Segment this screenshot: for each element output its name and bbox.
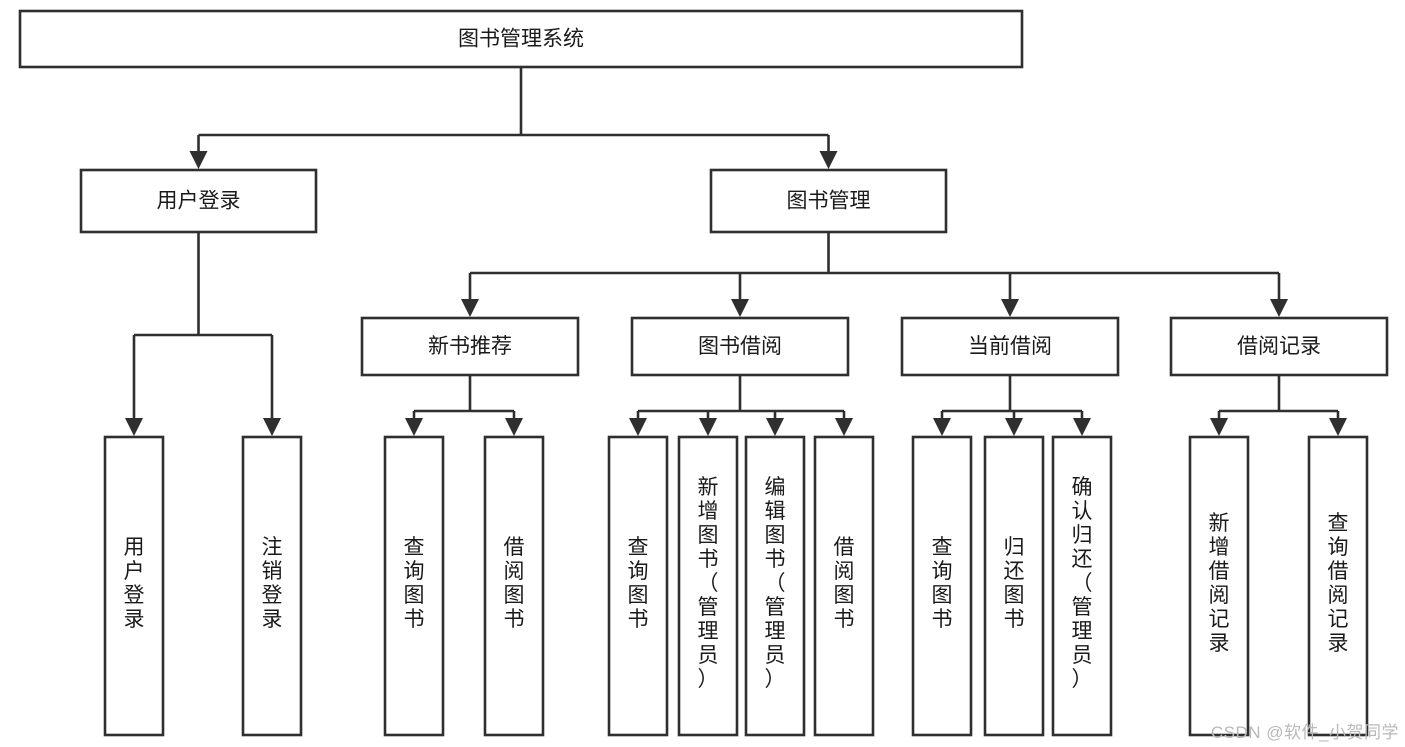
node-label: 查询图书 bbox=[932, 536, 953, 631]
node-leaf[interactable]: 新增图书（管理员） bbox=[677, 435, 739, 737]
node-box[interactable] bbox=[709, 168, 948, 234]
node-leaf[interactable]: 查询图书 bbox=[911, 435, 973, 737]
node-box[interactable] bbox=[241, 435, 303, 737]
arrow-head-icon bbox=[933, 418, 951, 436]
node-box[interactable] bbox=[1188, 435, 1250, 737]
node-label: 用户登录 bbox=[124, 536, 145, 631]
arrow-head-icon bbox=[1210, 418, 1228, 436]
arrow-head-icon bbox=[1270, 299, 1288, 317]
node-box[interactable] bbox=[630, 316, 850, 377]
node-box[interactable] bbox=[383, 435, 445, 737]
node-label: 借阅图书 bbox=[504, 536, 525, 631]
watermark-label: CSDN @软件_小贺同学 bbox=[1210, 723, 1399, 742]
arrow-head-icon bbox=[1005, 418, 1023, 436]
node-level3[interactable]: 图书借阅 bbox=[630, 316, 850, 377]
arrow-head-icon bbox=[405, 418, 423, 436]
node-label: 新增借阅记录 bbox=[1209, 512, 1230, 655]
node-box[interactable] bbox=[900, 316, 1120, 377]
node-box[interactable] bbox=[744, 435, 806, 737]
node-level2[interactable]: 图书管理 bbox=[709, 168, 948, 234]
node-label: 图书借阅 bbox=[698, 335, 782, 358]
node-box[interactable] bbox=[983, 435, 1045, 737]
arrow-head-icon bbox=[731, 299, 749, 317]
arrow-head-icon bbox=[835, 418, 853, 436]
node-box[interactable] bbox=[1169, 316, 1389, 377]
node-leaf[interactable]: 新增借阅记录 bbox=[1188, 435, 1250, 737]
node-level3[interactable]: 借阅记录 bbox=[1169, 316, 1389, 377]
node-label: 借阅记录 bbox=[1237, 335, 1321, 358]
node-box[interactable] bbox=[813, 435, 875, 737]
arrow-head-icon bbox=[819, 151, 838, 169]
node-leaf[interactable]: 用户登录 bbox=[103, 435, 165, 737]
arrow-head-icon bbox=[1329, 418, 1347, 436]
node-leaf[interactable]: 归还图书 bbox=[983, 435, 1045, 737]
node-label: 图书管理系统 bbox=[458, 28, 584, 51]
node-label: 确认归还（管理员） bbox=[1072, 476, 1093, 691]
node-label: 图书管理 bbox=[787, 190, 871, 213]
node-leaf[interactable]: 确认归还（管理员） bbox=[1051, 435, 1113, 737]
node-label: 查询图书 bbox=[404, 536, 425, 631]
arrow-head-icon bbox=[125, 418, 143, 436]
arrow-head-icon bbox=[189, 151, 208, 169]
node-leaf[interactable]: 编辑图书（管理员） bbox=[744, 435, 806, 737]
arrow-head-icon bbox=[263, 418, 281, 436]
node-label: 新书推荐 bbox=[428, 335, 512, 358]
connectors-layer bbox=[125, 67, 1347, 436]
node-root[interactable]: 图书管理系统 bbox=[18, 9, 1024, 69]
node-label: 编辑图书（管理员） bbox=[765, 476, 786, 691]
node-label: 注销登录 bbox=[262, 536, 283, 631]
node-label: 归还图书 bbox=[1004, 536, 1025, 631]
node-label: 用户登录 bbox=[157, 190, 241, 213]
node-box[interactable] bbox=[1307, 435, 1369, 737]
node-box[interactable] bbox=[1051, 435, 1113, 737]
arrow-head-icon bbox=[461, 299, 479, 317]
node-leaf[interactable]: 查询图书 bbox=[383, 435, 445, 737]
arrow-head-icon bbox=[766, 418, 784, 436]
node-label: 当前借阅 bbox=[968, 335, 1052, 358]
node-box[interactable] bbox=[360, 316, 580, 377]
node-leaf[interactable]: 借阅图书 bbox=[813, 435, 875, 737]
arrow-head-icon bbox=[505, 418, 523, 436]
node-box[interactable] bbox=[911, 435, 973, 737]
node-level2[interactable]: 用户登录 bbox=[79, 168, 318, 234]
arrow-head-icon bbox=[1073, 418, 1091, 436]
node-box[interactable] bbox=[677, 435, 739, 737]
arrow-head-icon bbox=[1001, 299, 1019, 317]
node-leaf[interactable]: 查询图书 bbox=[607, 435, 669, 737]
node-leaf[interactable]: 注销登录 bbox=[241, 435, 303, 737]
node-label: 查询图书 bbox=[628, 536, 649, 631]
node-leaf[interactable]: 借阅图书 bbox=[483, 435, 545, 737]
node-box[interactable] bbox=[103, 435, 165, 737]
node-box[interactable] bbox=[79, 168, 318, 234]
node-box[interactable] bbox=[18, 9, 1024, 69]
nodes-layer: 图书管理系统用户登录用户登录注销登录图书管理新书推荐查询图书借阅图书图书借阅查询… bbox=[18, 9, 1389, 737]
node-level3[interactable]: 当前借阅 bbox=[900, 316, 1120, 377]
node-label: 新增图书（管理员） bbox=[698, 476, 719, 691]
node-label: 借阅图书 bbox=[834, 536, 855, 631]
node-box[interactable] bbox=[607, 435, 669, 737]
node-leaf[interactable]: 查询借阅记录 bbox=[1307, 435, 1369, 737]
node-box[interactable] bbox=[483, 435, 545, 737]
node-label: 查询借阅记录 bbox=[1328, 512, 1349, 655]
arrow-head-icon bbox=[699, 418, 717, 436]
arrow-head-icon bbox=[629, 418, 647, 436]
node-level3[interactable]: 新书推荐 bbox=[360, 316, 580, 377]
